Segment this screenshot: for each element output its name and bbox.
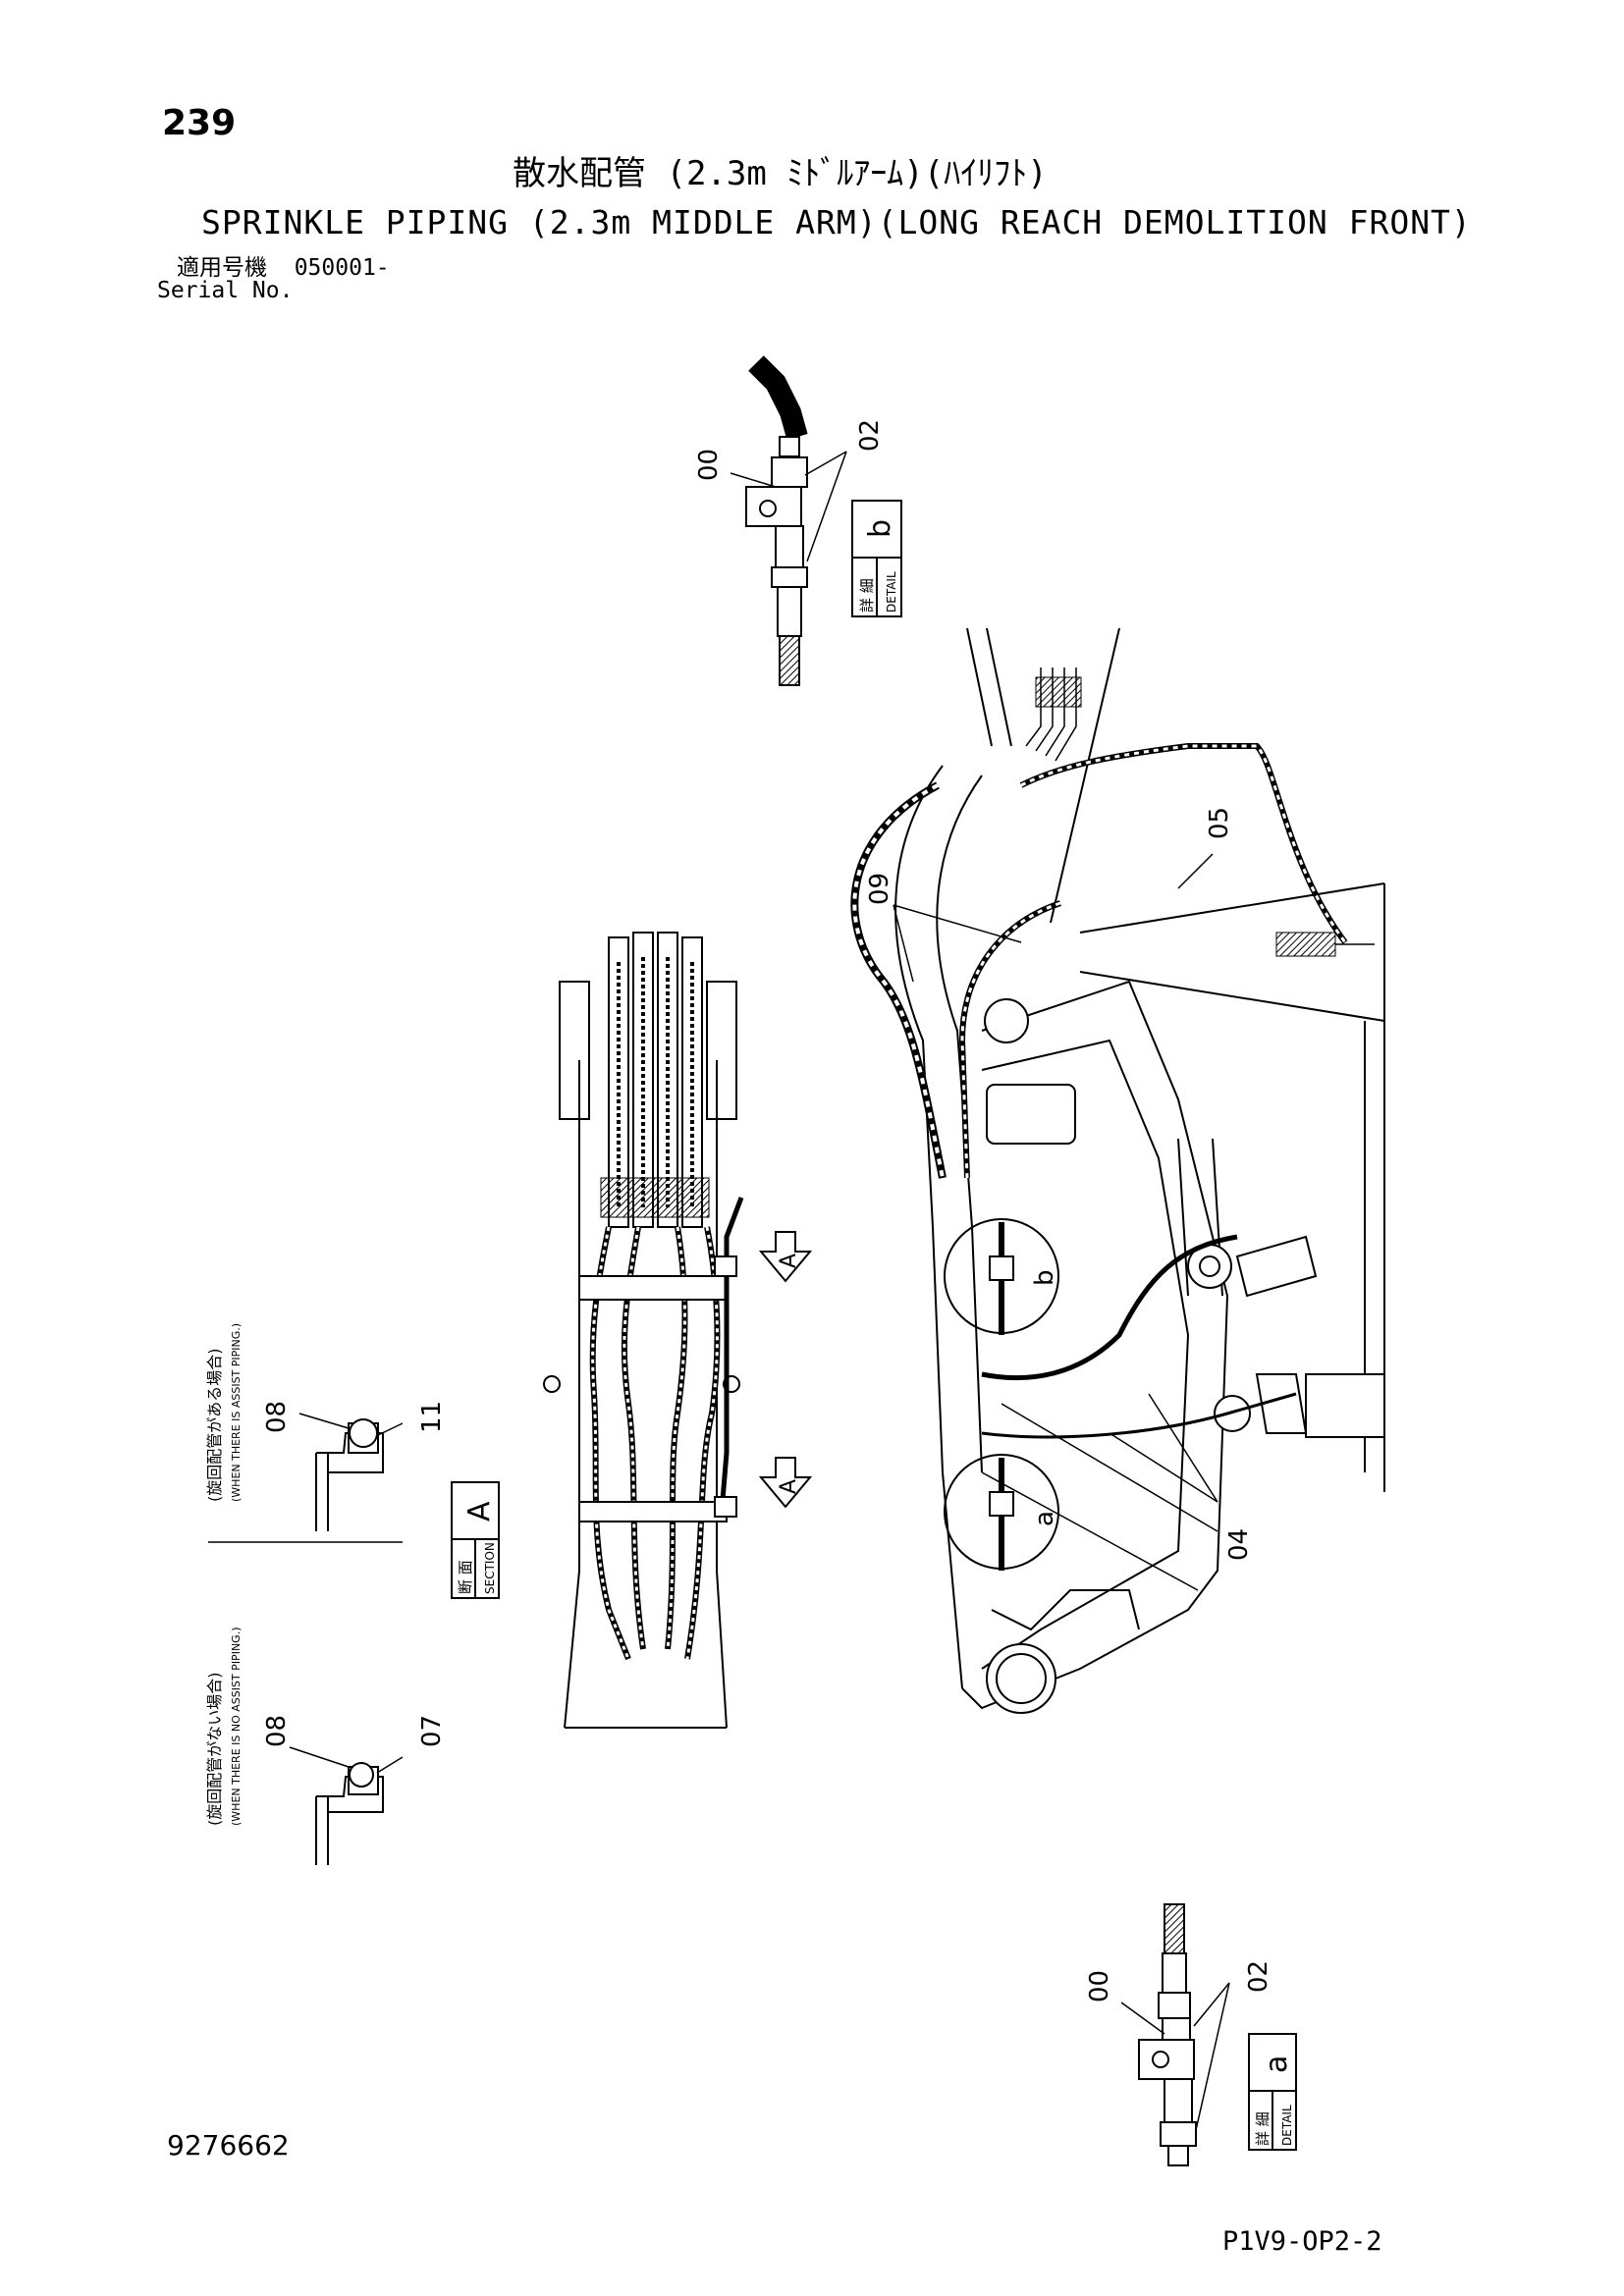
document-number: 9276662 <box>167 2129 290 2162</box>
note-no-assist-ja: (旋回配管がない場合) <box>205 1673 224 1827</box>
callout-08-no-assist: 08 <box>262 1715 292 1747</box>
page-number: 239 <box>162 103 237 143</box>
detail-b-view: 00 02 b 詳 細 DETAIL <box>694 355 902 686</box>
section-a-label-box: A 断 面 SECTION <box>451 1481 500 1599</box>
detail-b-letter: b <box>863 519 897 538</box>
serial-label-en: Serial No. <box>157 278 294 303</box>
callout-00-detail-b: 00 <box>694 449 724 481</box>
section-a-letter: A <box>462 1501 497 1522</box>
detail-b-label-box: b 詳 細 DETAIL <box>851 500 902 617</box>
section-a-en: SECTION <box>483 1542 497 1594</box>
callout-02-detail-b: 02 <box>855 419 885 452</box>
note-assist-ja: (旋回配管がある場合) <box>205 1349 224 1503</box>
section-arrow-upper: A <box>758 1231 813 1283</box>
detail-b-en: DETAIL <box>885 571 898 613</box>
callout-07-no-assist: 07 <box>417 1715 447 1747</box>
assist-piping-section: 08 11 (旋回配管がある場合) (WHEN THERE IS ASSIST … <box>205 1323 447 1531</box>
section-arrow-lower-letter: A <box>777 1479 801 1494</box>
section-arrow-lower: A <box>758 1457 813 1509</box>
title-japanese: 散水配管 (2.3m ﾐﾄﾞﾙｱｰﾑ)(ﾊｲﾘﾌﾄ) <box>513 154 1048 193</box>
callout-08-assist: 08 <box>262 1401 292 1433</box>
callout-04-main: 04 <box>1224 1528 1254 1561</box>
detail-b-ja: 詳 細 <box>858 578 876 613</box>
callout-00-detail-a: 00 <box>1085 1970 1114 2002</box>
callout-b-circle: b <box>1030 1269 1059 1286</box>
serial-value: 050001- <box>294 255 390 281</box>
no-assist-piping-section: 08 07 (旋回配管がない場合) (WHEN THERE IS NO ASSI… <box>205 1628 447 1865</box>
serial-number-ja: 適用号機 050001- <box>177 257 390 280</box>
callout-02-detail-a: 02 <box>1244 1960 1273 1993</box>
section-arrow-upper-letter: A <box>777 1254 801 1268</box>
detail-a-view: 00 02 a 詳 細 DETAIL <box>1085 1903 1297 2166</box>
callout-a-circle: a <box>1030 1511 1059 1526</box>
callout-09-main: 09 <box>865 873 894 905</box>
detail-a-ja: 詳 細 <box>1254 2111 1272 2146</box>
detail-a-letter: a <box>1260 2056 1294 2073</box>
note-no-assist-en: (WHEN THERE IS NO ASSIST PIPING.) <box>230 1628 243 1826</box>
arm-side-view: b a 05 09 04 <box>850 627 1385 1714</box>
page-code: P1V9-OP2-2 <box>1222 2226 1382 2257</box>
section-a-ja: 断 面 <box>457 1560 474 1594</box>
title-english: SPRINKLE PIPING (2.3m MIDDLE ARM)(LONG R… <box>201 203 1472 241</box>
arm-top-view: A A A 断 面 SECTION <box>451 932 813 1729</box>
callout-11-assist: 11 <box>417 1401 447 1433</box>
detail-a-en: DETAIL <box>1280 2105 1294 2146</box>
callout-05-main: 05 <box>1205 807 1234 839</box>
detail-a-label-box: a 詳 細 DETAIL <box>1248 2033 1297 2151</box>
serial-label-ja: 適用号機 <box>177 255 267 281</box>
note-assist-en: (WHEN THERE IS ASSIST PIPING.) <box>230 1323 243 1502</box>
